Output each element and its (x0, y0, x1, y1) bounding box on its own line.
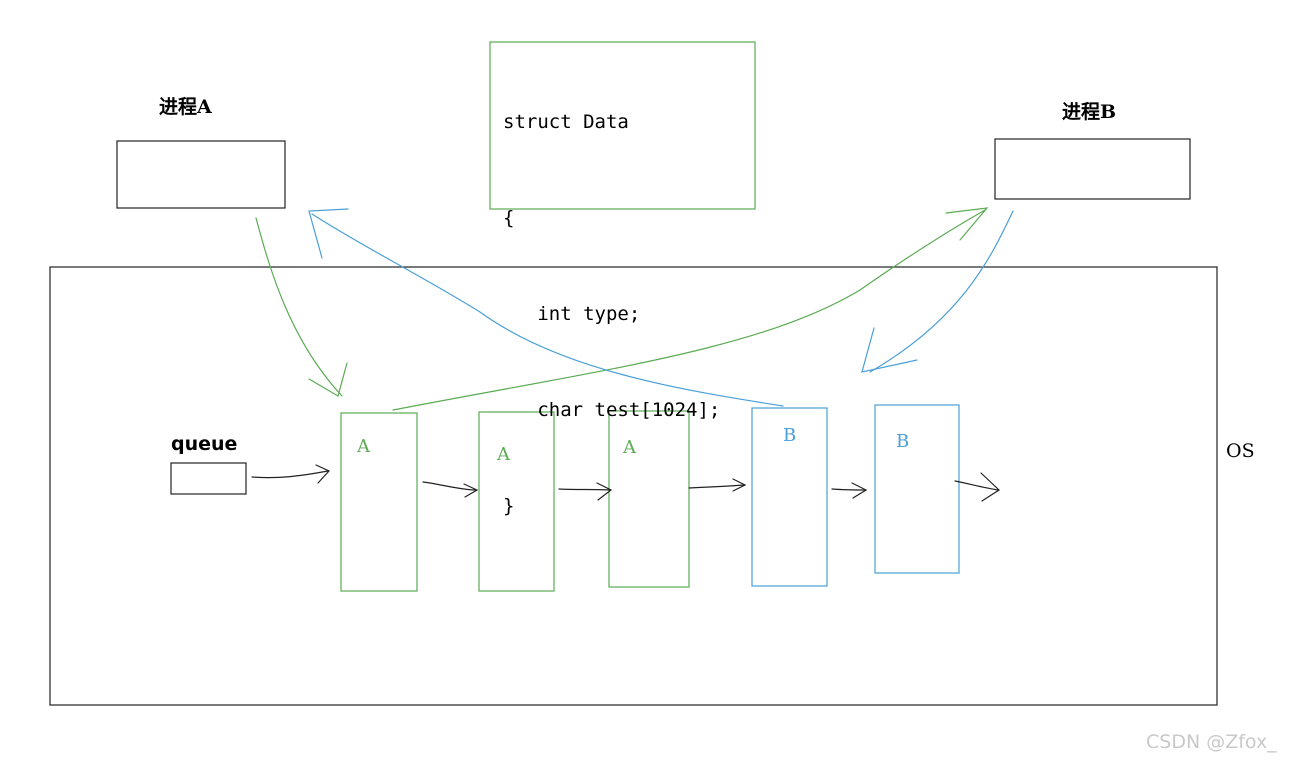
watermark: CSDN @Zfox_ (1146, 731, 1277, 753)
arrow-queue-to-process-a (311, 213, 784, 407)
arrow-node3-to-node4 (688, 484, 746, 489)
queue-node-2 (478, 411, 555, 592)
process-b-arrows (308, 208, 1014, 407)
arrow-queue-to-process-b (392, 209, 986, 411)
queue-node-3 (608, 410, 690, 588)
arrow-node1-to-node2 (422, 481, 477, 491)
os-container (49, 266, 1218, 706)
arrow-node4-to-node5 (831, 488, 867, 491)
process-a-box (116, 140, 286, 209)
queue-head-box (170, 462, 247, 495)
link-arrows (251, 464, 1000, 502)
arrow-queue-to-node1 (251, 470, 329, 479)
queue-node-1-letter: A (357, 436, 370, 457)
process-b-label: 进程B (1062, 101, 1117, 123)
process-a-label: 进程A (159, 96, 212, 118)
os-label: OS (1226, 440, 1255, 462)
code-line-2: { (503, 207, 515, 229)
arrow-node5-to-next (954, 480, 999, 491)
process-a-arrows (255, 207, 989, 411)
struct-code: struct Data { int type; char test[1024];… (503, 42, 720, 586)
queue-node-5 (874, 404, 960, 574)
code-line-5: } (503, 495, 515, 517)
arrow-process-b-to-queue (869, 210, 1014, 373)
queue-node-3-letter: A (623, 437, 636, 458)
queue-label: queue (171, 433, 238, 455)
queue-node-1 (340, 412, 418, 592)
arrow-node2-to-node3 (558, 488, 611, 491)
code-line-4: char test[1024]; (503, 399, 721, 421)
process-b-box (994, 138, 1191, 200)
queue-node-4 (751, 407, 828, 587)
code-line-1: struct Data (503, 111, 629, 133)
struct-box (489, 41, 756, 210)
code-line-3: int type; (503, 303, 641, 325)
queue-node-5-letter: B (896, 431, 910, 452)
arrow-process-a-to-queue (255, 217, 343, 397)
queue-node-4-letter: B (783, 425, 797, 446)
queue-node-2-letter: A (497, 444, 510, 465)
